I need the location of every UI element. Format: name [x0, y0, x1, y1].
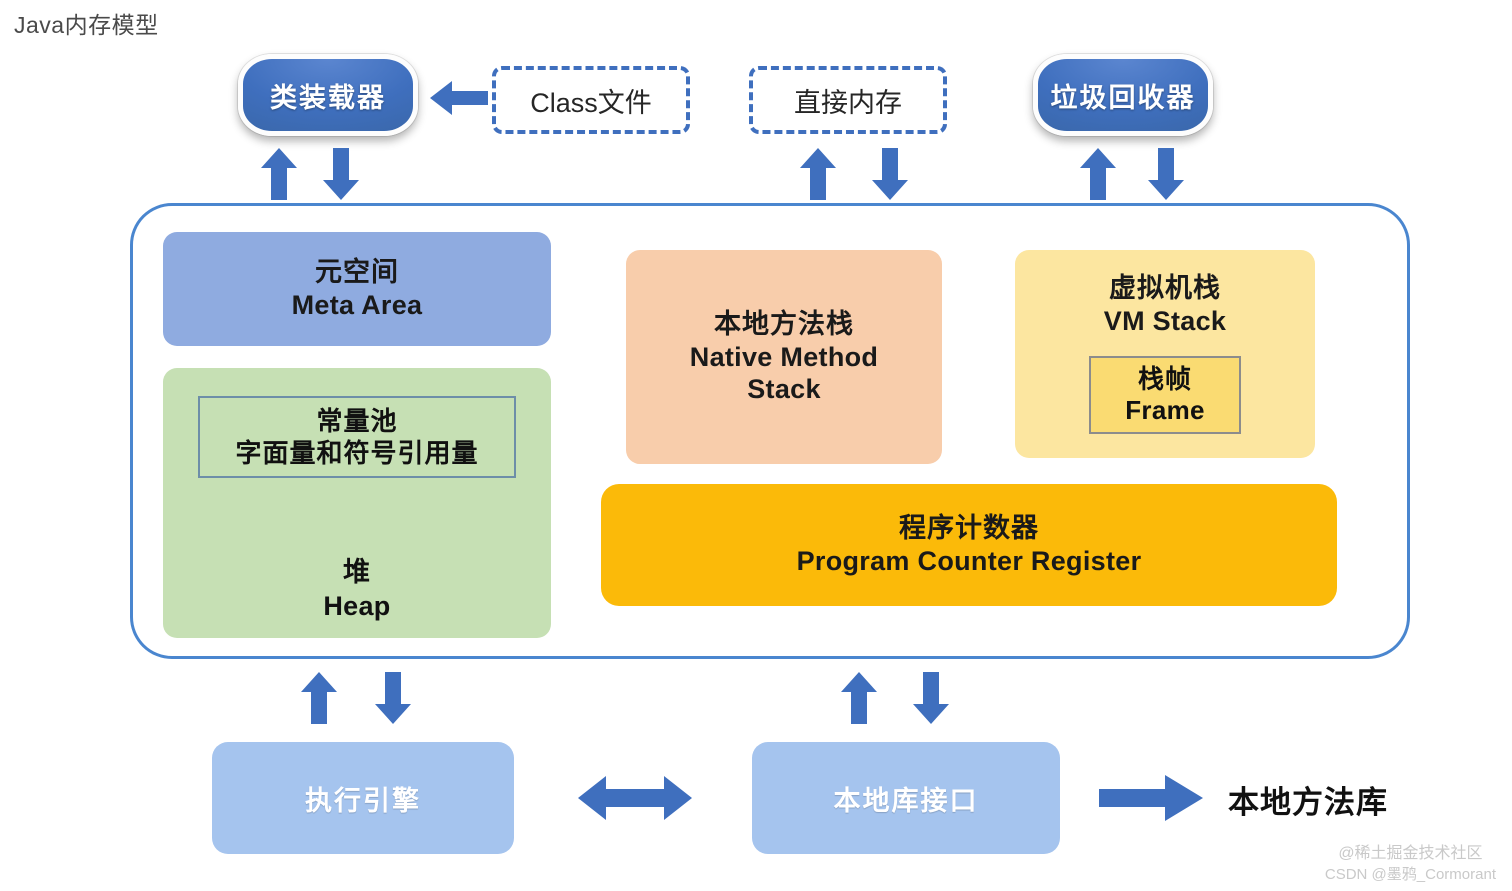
heap-label-zh: 堆: [342, 557, 371, 587]
native-method-stack-label-en2: Stack: [747, 374, 821, 405]
watermark-line1: @稀土掘金技术社区: [1338, 845, 1483, 863]
constant-pool-label-line1: 常量池: [316, 405, 398, 436]
page-title: Java内存模型: [14, 12, 159, 38]
execution-engine-label: 执行引擎: [305, 785, 421, 816]
native-method-stack-box[interactable]: 本地方法栈 Native Method Stack: [626, 250, 942, 464]
arrow-up-execution-engine: [301, 672, 337, 724]
native-interface-label: 本地库接口: [833, 785, 979, 816]
constant-pool-box[interactable]: 常量池 字面量和符号引用量: [198, 396, 516, 478]
class-loader-node[interactable]: 类装载器: [238, 54, 418, 136]
native-method-stack-label-en1: Native Method: [689, 341, 879, 372]
garbage-collector-node[interactable]: 垃圾回收器: [1033, 54, 1213, 136]
heap-label: 堆 Heap: [323, 556, 390, 624]
direct-memory-label: 直接内存: [794, 87, 902, 118]
arrow-up-classloader: [261, 148, 297, 200]
constant-pool-label-line2: 字面量和符号引用量: [235, 438, 479, 468]
frame-box[interactable]: 栈帧 Frame: [1089, 355, 1241, 434]
arrow-up-native-interface: [841, 672, 877, 724]
direct-memory-box[interactable]: 直接内存: [749, 66, 947, 134]
garbage-collector-label: 垃圾回收器: [1050, 82, 1196, 113]
class-file-box[interactable]: Class文件: [492, 66, 690, 134]
arrow-down-direct-memory: [872, 148, 908, 200]
meta-area-label-en: Meta Area: [291, 290, 423, 320]
pc-register-box[interactable]: 程序计数器 Program Counter Register: [601, 484, 1337, 606]
meta-area-box[interactable]: 元空间 Meta Area: [163, 232, 551, 346]
frame-label-en: Frame: [1125, 394, 1205, 425]
arrow-up-direct-memory: [800, 148, 836, 200]
arrow-down-garbage-collector: [1148, 148, 1184, 200]
arrow-down-execution-engine: [375, 672, 411, 724]
watermark-line2: CSDN @墨鸦_Cormorant: [1324, 865, 1496, 883]
vm-stack-box[interactable]: 虚拟机栈 VM Stack 栈帧 Frame: [1015, 250, 1315, 458]
heap-box[interactable]: 常量池 字面量和符号引用量 堆 Heap: [163, 368, 551, 638]
execution-engine-box[interactable]: 执行引擎: [212, 742, 514, 854]
watermark: @稀土掘金技术社区 CSDN @墨鸦_Cormorant: [1325, 843, 1496, 885]
native-interface-box[interactable]: 本地库接口: [752, 742, 1060, 854]
vm-stack-label-zh: 虚拟机栈: [1109, 273, 1221, 303]
arrow-up-garbage-collector: [1080, 148, 1116, 200]
native-method-library-label: 本地方法库: [1228, 785, 1388, 820]
arrow-down-classloader: [323, 148, 359, 200]
vm-stack-label-en: VM Stack: [1103, 305, 1227, 336]
arrow-double-engine-to-interface: [578, 772, 692, 824]
heap-label-en: Heap: [323, 590, 391, 621]
class-loader-label: 类装载器: [270, 82, 386, 113]
meta-area-label-zh: 元空间: [315, 257, 399, 288]
arrow-left-classfile-to-classloader: [430, 78, 488, 118]
native-method-stack-label-zh: 本地方法栈: [714, 308, 854, 339]
class-file-label: Class文件: [530, 87, 652, 118]
arrow-right-to-native-method-library: [1099, 775, 1203, 821]
frame-label-zh: 栈帧: [1137, 363, 1192, 394]
pc-register-label-zh: 程序计数器: [899, 513, 1039, 544]
pc-register-label-en: Program Counter Register: [796, 546, 1142, 576]
arrow-down-native-interface: [913, 672, 949, 724]
